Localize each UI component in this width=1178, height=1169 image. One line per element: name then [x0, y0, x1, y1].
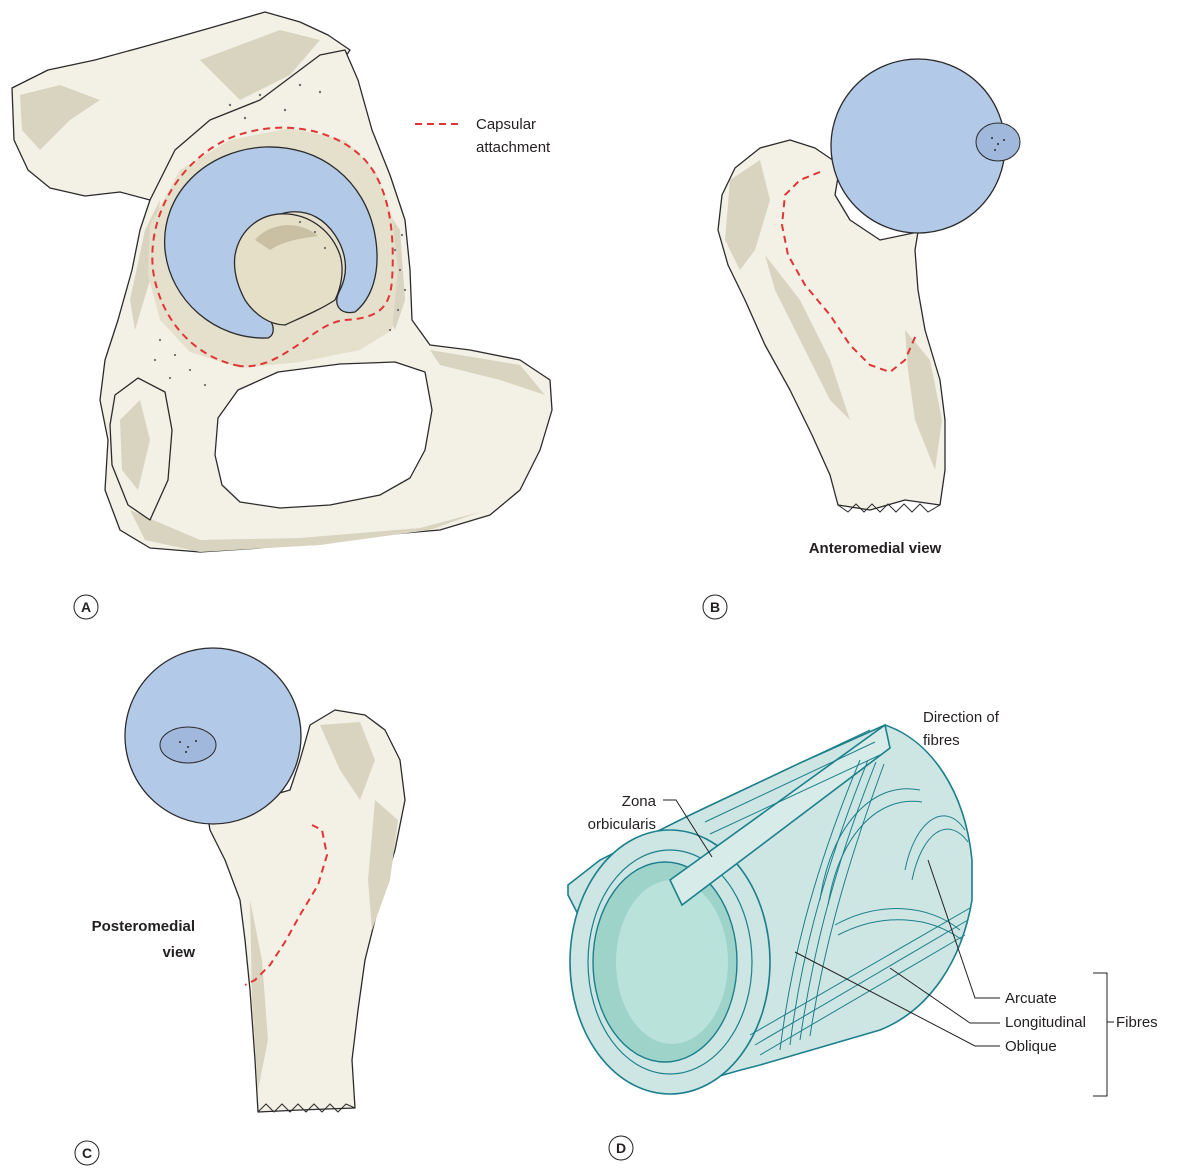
- legend-attachment: attachment: [476, 139, 551, 156]
- panel-d-letter: D: [616, 1140, 626, 1156]
- fibres-bracket: [1093, 973, 1107, 1096]
- panel-d-capsule: Zona orbicularis Direction of fibres Arc…: [568, 709, 1158, 1160]
- fovea-b: [976, 123, 1020, 161]
- caption-posteromedial-1: Posteromedial: [92, 918, 195, 935]
- label-zona: Zona: [622, 793, 657, 810]
- label-orbicularis: orbicularis: [588, 816, 656, 833]
- caption-anteromedial: Anteromedial view: [809, 540, 942, 557]
- fovea-c: [160, 727, 216, 763]
- panel-a-acetabulum: Capsular attachment A: [12, 12, 552, 619]
- panel-a-letter: A: [81, 599, 91, 615]
- label-longitudinal: Longitudinal: [1005, 1014, 1086, 1031]
- label-fibres-dir: fibres: [923, 732, 960, 749]
- label-oblique: Oblique: [1005, 1038, 1057, 1055]
- caption-posteromedial-2: view: [162, 944, 195, 961]
- panel-b-femur-anteromedial: Anteromedial view B: [703, 59, 1020, 619]
- panel-c-femur-posteromedial: Posteromedial view C: [75, 648, 405, 1165]
- label-fibres: Fibres: [1116, 1014, 1158, 1031]
- panel-c-letter: C: [82, 1145, 92, 1161]
- panel-b-letter: B: [710, 599, 720, 615]
- label-arcuate: Arcuate: [1005, 990, 1057, 1007]
- label-direction: Direction of: [923, 709, 1000, 726]
- legend-capsular: Capsular: [476, 116, 536, 133]
